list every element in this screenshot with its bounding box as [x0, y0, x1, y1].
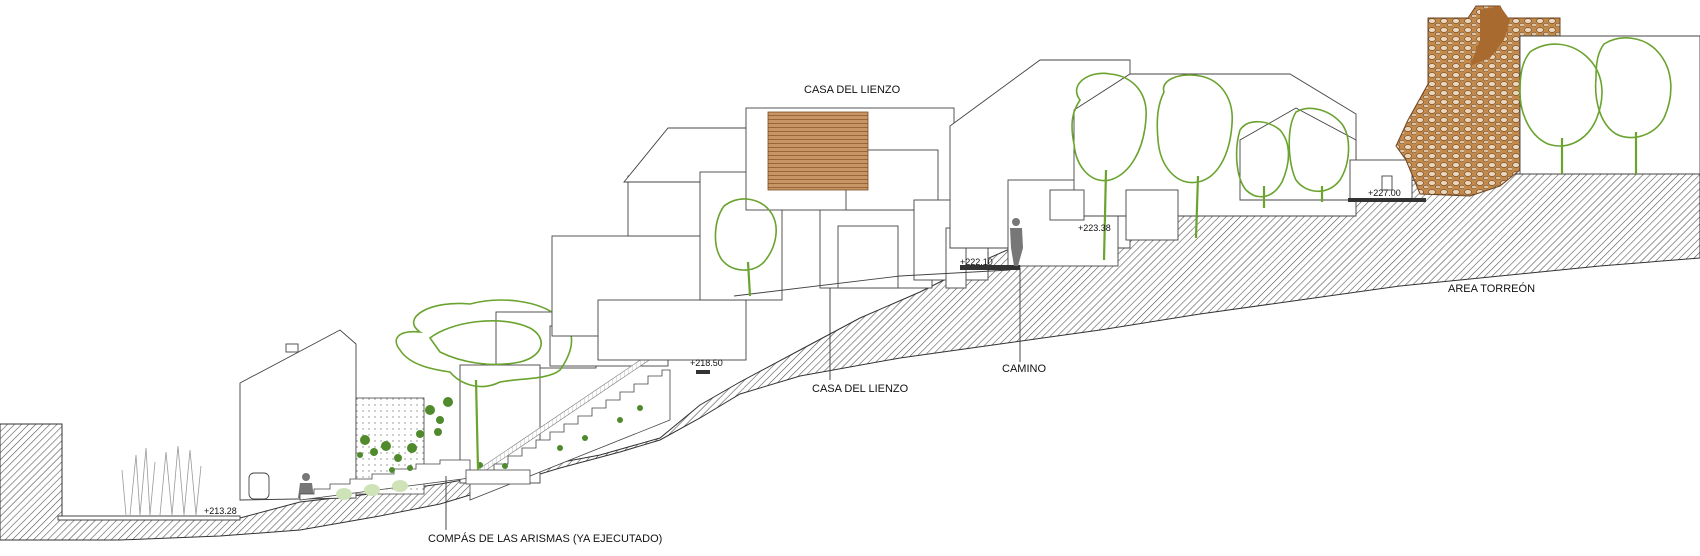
stair-steps-ramp: [469, 369, 671, 501]
label-area-torreon: AREA TORREÓN: [1448, 282, 1535, 295]
chimney: [285, 343, 299, 353]
torreon-wall-right: [1519, 35, 1700, 175]
elevation-21328: +213.28: [204, 506, 237, 516]
label-camino: CAMINO: [1002, 363, 1046, 375]
tree-torreon-2: [1594, 37, 1672, 174]
window-2: [1125, 189, 1179, 241]
platform-marker-22700: [1348, 198, 1426, 202]
elevation-22210: +222.10: [960, 257, 993, 267]
label-compas: COMPÁS DE LAS ARISMAS (YA EJECUTADO): [428, 532, 662, 545]
tree-right-1: [1071, 72, 1147, 261]
tree-casa: [714, 198, 777, 297]
wall-line: [733, 269, 1011, 297]
torreon-base-door: [1381, 175, 1393, 191]
casa-block-lower: [597, 299, 747, 361]
person-figure-camino: [1010, 218, 1023, 266]
tree-compas: [395, 299, 573, 471]
tree-right-2: [1156, 74, 1233, 239]
label-casa-lienzo-bottom: CASA DEL LIENZO: [812, 383, 909, 395]
elevation-21850: +218.50: [690, 358, 723, 368]
elevation-22700: +227.00: [1368, 188, 1401, 198]
tree-torreon-1: [1519, 43, 1603, 174]
casa-doorway: [837, 225, 899, 289]
window-1: [1049, 189, 1085, 221]
casa-del-lienzo-roof: [767, 111, 869, 191]
elevation-22338: +223.38: [1078, 223, 1111, 233]
label-casa-lienzo-top: CASA DEL LIENZO: [804, 84, 901, 96]
platform-marker-21850: [696, 370, 710, 374]
camino-platform: [960, 265, 1020, 270]
plaza-floor: [57, 515, 241, 521]
spiky-plants: [121, 445, 202, 516]
torreon-top-cap: [1470, 6, 1510, 66]
tree-right-4: [1288, 107, 1350, 202]
climbing-vines: [357, 397, 643, 473]
planter-box: [465, 469, 531, 485]
tree-right-3: [1235, 120, 1290, 208]
torreon-base-house: [1349, 159, 1413, 201]
left-doorway: [248, 472, 270, 500]
